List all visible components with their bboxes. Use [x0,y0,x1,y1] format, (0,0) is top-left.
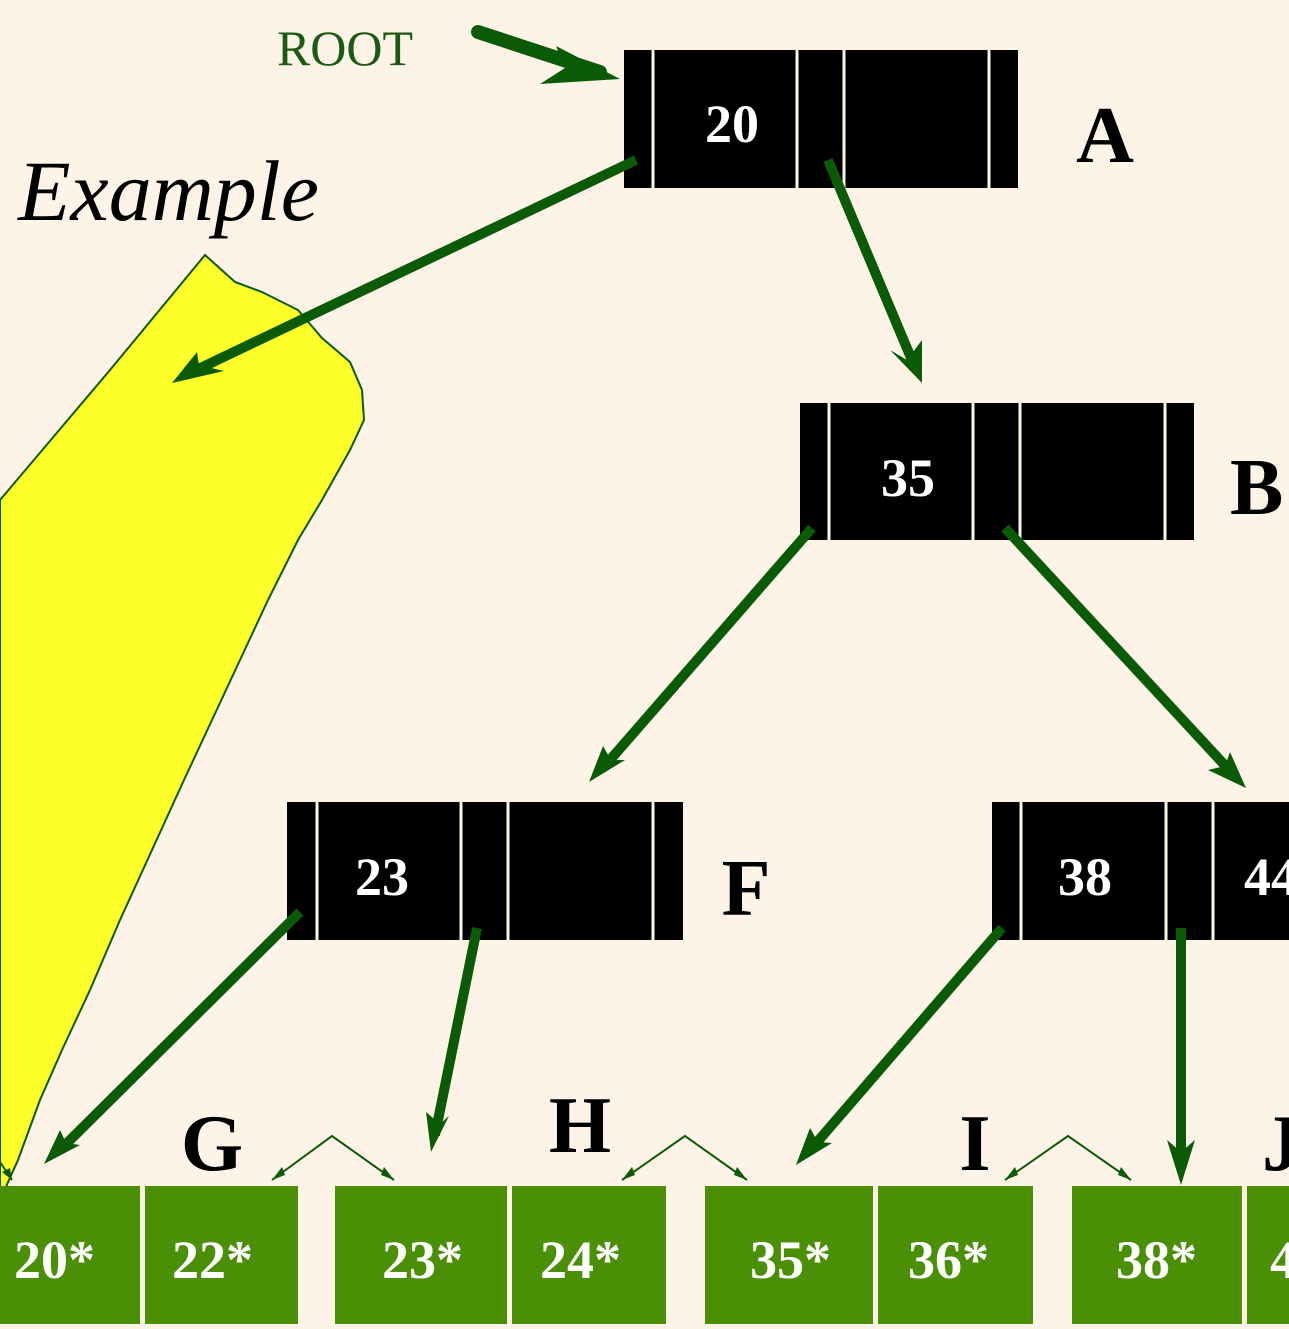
leaf-label-j: J [1262,1100,1289,1188]
leaf-box-22 [145,1186,298,1324]
leaf-20-value: 20* [14,1230,95,1290]
node-38-44-key-1: 38 [1058,847,1112,907]
node-38-44: 38 44 [992,802,1289,940]
root-arrow-head [540,46,620,84]
leaf-pages [0,1186,1289,1324]
leaf-box-20 [0,1186,140,1324]
leaf-box-38 [1072,1186,1242,1324]
example-title: Example [16,143,319,239]
arrow-f-left [56,908,304,1154]
leaf-36-value: 36* [908,1230,989,1290]
leaf-label-h: H [549,1082,611,1170]
arrow-a-left [187,155,639,378]
node-a-key-1: 20 [705,94,759,154]
leaf-24-value: 24* [540,1230,621,1290]
arrow-b-left [599,524,816,772]
node-f: 23 [287,802,683,940]
node-f-label: F [722,845,771,933]
leaf-box-24 [512,1186,666,1324]
node-a: 20 [624,50,1018,188]
leaf-box-41 [1247,1186,1289,1324]
node-b: 35 [800,403,1194,540]
leaf-label-g: G [181,1100,243,1188]
sibling-links [0,1134,1132,1181]
leaf-22-value: 22* [172,1230,253,1290]
leaf-box-23 [335,1186,507,1324]
yellow-highlight [0,253,366,1201]
leaf-box-36 [878,1186,1033,1324]
leaf-values: 20* 22* 23* 24* 35* 36* 38* 41* [14,1230,1289,1290]
leaf-box-35 [705,1186,873,1324]
arrow-b-right [1001,524,1236,777]
leaf-23-value: 23* [382,1230,463,1290]
tree-arrow-heads [44,340,1246,1185]
sibling-link-heads [2,1167,1131,1180]
node-b-key-1: 35 [881,448,935,508]
tree-arrows [56,155,1236,1165]
node-b-label: B [1230,444,1283,532]
root-label: ROOT [277,20,413,76]
node-f-key-1: 23 [355,847,409,907]
node-38-44-key-2: 44 [1244,847,1289,907]
arrow-38-left [808,924,1006,1152]
leaf-41-value: 41* [1270,1230,1289,1290]
arrow-a-right [823,158,919,367]
arrow-f-right [430,927,482,1136]
node-a-label: A [1076,92,1134,180]
leaf-35-value: 35* [750,1230,831,1290]
leaf-38-value: 38* [1116,1230,1197,1290]
leaf-label-i: I [959,1100,990,1188]
